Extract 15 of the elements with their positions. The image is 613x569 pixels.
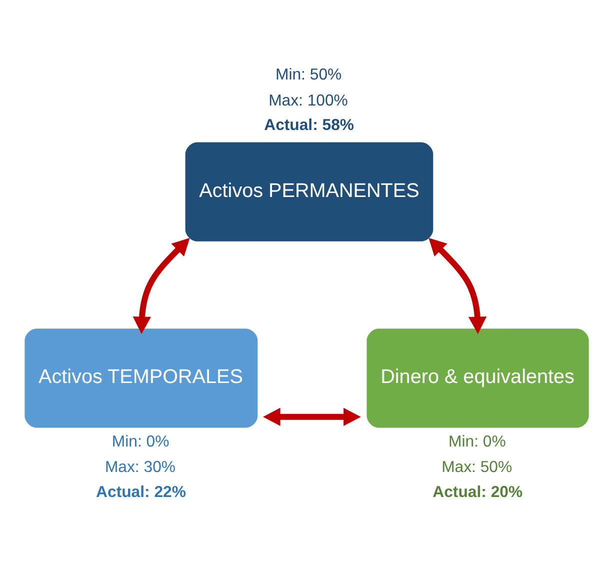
node-label: Min: 0% (448, 432, 506, 450)
arrow (428, 237, 487, 334)
node-label: Actual: 22% (96, 483, 186, 500)
node-label: Min: 50% (276, 66, 342, 84)
node-box: Activos TEMPORALES (24, 328, 258, 428)
arrow (132, 237, 190, 334)
node-label: Actual: 58% (264, 116, 354, 134)
node-box: Dinero & equivalentes (366, 328, 589, 428)
arrow (262, 407, 361, 426)
node-label: Max: 50% (442, 458, 512, 476)
node-label: Min: 0% (112, 432, 170, 450)
node-box: Activos PERMANENTES (185, 142, 434, 241)
node-label: Actual: 20% (432, 483, 523, 500)
node-label: Max: 30% (104, 458, 176, 476)
node-label: Max: 100% (268, 92, 348, 109)
